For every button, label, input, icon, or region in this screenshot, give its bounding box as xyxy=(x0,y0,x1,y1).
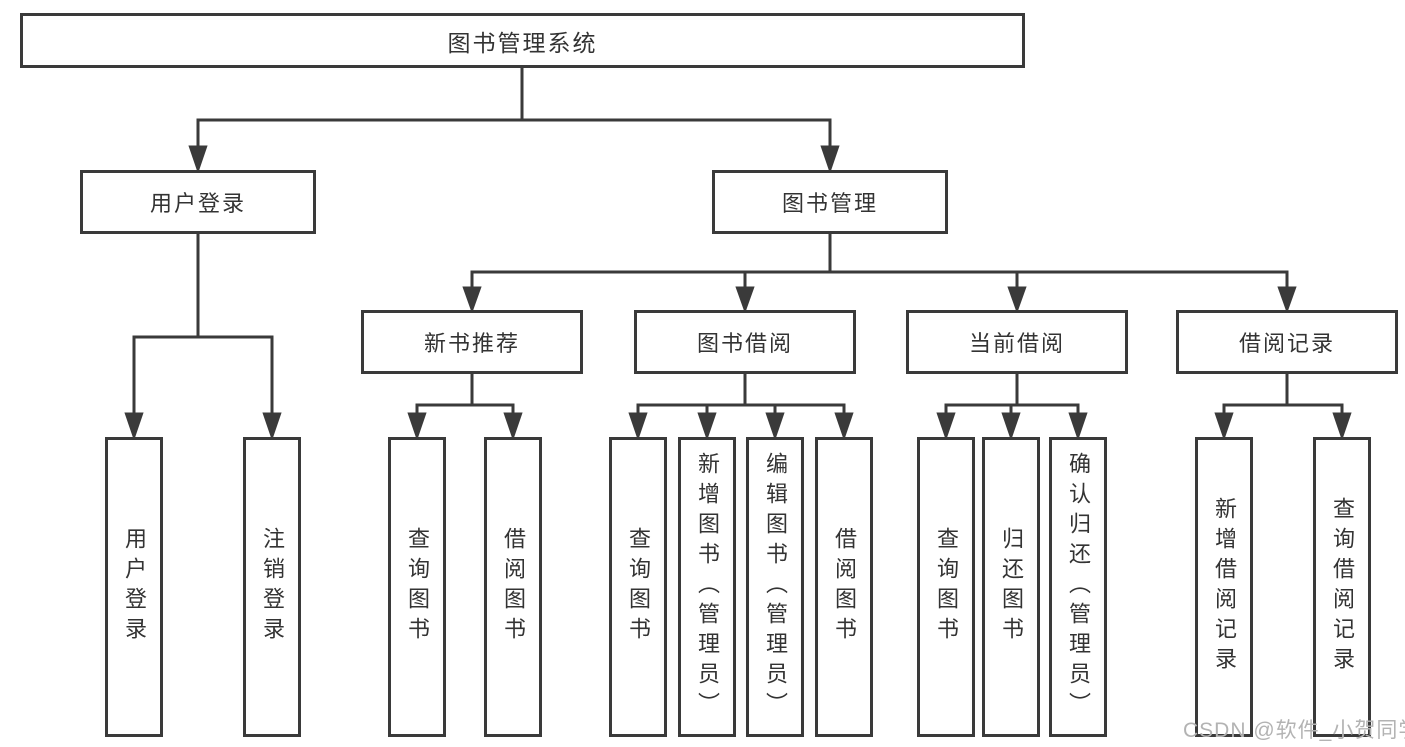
connector-borrow-records-children xyxy=(1214,374,1352,441)
node-borrowing-records: 借阅记录 xyxy=(1176,310,1398,374)
leaf-query-borrowing-record: 查询借阅记录 xyxy=(1313,437,1371,737)
leaf-edit-books-admin: 编辑图书（管理员） xyxy=(746,437,804,737)
leaf-query-books-recommend: 查询图书 xyxy=(388,437,446,737)
node-new-book-recommendation: 新书推荐 xyxy=(361,310,583,374)
connector-new-book-rec-children xyxy=(407,374,523,441)
leaf-query-books-current: 查询图书 xyxy=(917,437,975,737)
connector-book-mgmt-children xyxy=(462,232,1297,314)
node-book-borrowing: 图书借阅 xyxy=(634,310,856,374)
node-current-borrowing: 当前借阅 xyxy=(906,310,1128,374)
connector-root-to-level2 xyxy=(188,66,840,174)
node-library-management-system: 图书管理系统 xyxy=(20,13,1025,68)
leaf-return-books: 归还图书 xyxy=(982,437,1040,737)
leaf-query-books-borrow: 查询图书 xyxy=(609,437,667,737)
node-user-login: 用户登录 xyxy=(80,170,316,234)
connector-book-borrow-children xyxy=(628,374,854,441)
leaf-logout: 注销登录 xyxy=(243,437,301,737)
leaf-confirm-return-admin: 确认归还（管理员） xyxy=(1049,437,1107,737)
leaf-borrow-books: 借阅图书 xyxy=(815,437,873,737)
connector-current-borrow-children xyxy=(936,374,1088,441)
leaf-add-books-admin: 新增图书（管理员） xyxy=(678,437,736,737)
csdn-watermark: CSDN @软件_小贺同学 xyxy=(1183,719,1405,742)
leaf-borrow-books-recommend: 借阅图书 xyxy=(484,437,542,737)
leaf-user-login: 用户登录 xyxy=(105,437,163,737)
connector-user-login-children xyxy=(124,232,282,441)
node-book-management: 图书管理 xyxy=(712,170,948,234)
leaf-add-borrowing-record: 新增借阅记录 xyxy=(1195,437,1253,737)
